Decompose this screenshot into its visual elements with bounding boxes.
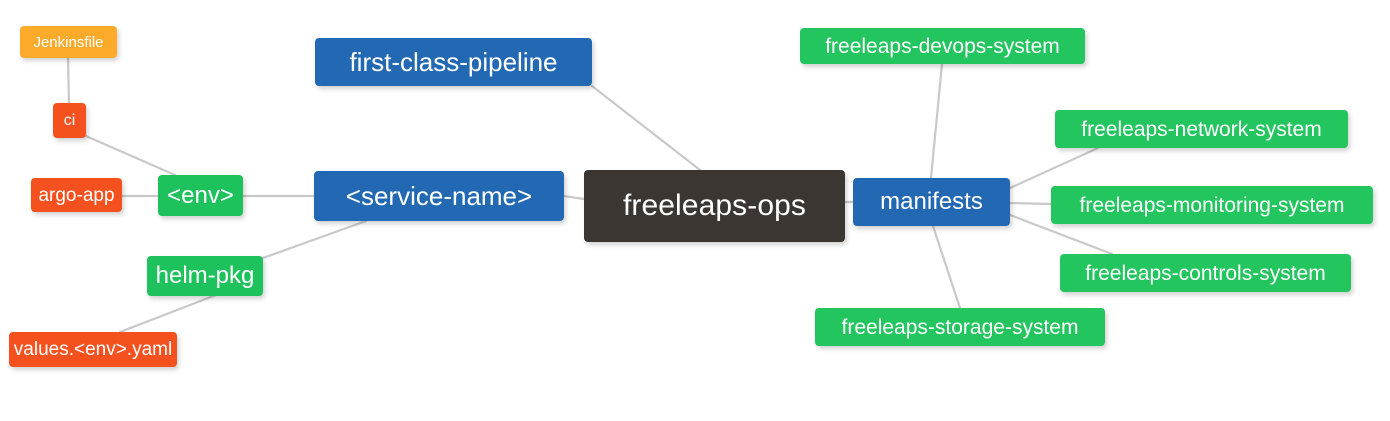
edge-first-class-pipeline-to-freeleaps-ops: [590, 84, 702, 172]
node-label: manifests: [880, 188, 983, 215]
node-devops-system[interactable]: freeleaps-devops-system: [800, 28, 1085, 64]
node-label: freeleaps-monitoring-system: [1079, 193, 1345, 217]
node-values-yaml[interactable]: values.<env>.yaml: [9, 332, 177, 367]
node-label: helm-pkg: [155, 262, 255, 289]
node-label: Jenkinsfile: [33, 33, 104, 51]
node-env[interactable]: <env>: [158, 175, 243, 216]
node-ci[interactable]: ci: [53, 103, 86, 138]
edge-manifests-to-controls-system: [1008, 213, 1114, 256]
node-storage-system[interactable]: freeleaps-storage-system: [815, 308, 1105, 346]
node-manifests[interactable]: manifests: [853, 178, 1010, 226]
node-monitoring-system[interactable]: freeleaps-monitoring-system: [1051, 186, 1373, 224]
edge-jenkinsfile-to-ci: [66, 56, 71, 105]
node-argo-app[interactable]: argo-app: [31, 178, 122, 212]
node-label: <env>: [167, 181, 234, 209]
edge-values-yaml-to-helm-pkg: [118, 293, 218, 334]
node-label: freeleaps-ops: [622, 189, 807, 222]
edge-manifests-to-monitoring-system: [1008, 201, 1053, 206]
node-jenkinsfile[interactable]: Jenkinsfile: [20, 26, 117, 58]
node-freeleaps-ops[interactable]: freeleaps-ops: [584, 170, 845, 242]
node-label: ci: [63, 111, 76, 129]
node-controls-system[interactable]: freeleaps-controls-system: [1060, 254, 1351, 292]
edge-manifests-to-devops-system: [929, 62, 944, 180]
node-network-system[interactable]: freeleaps-network-system: [1055, 110, 1348, 148]
edge-manifests-to-storage-system: [931, 224, 962, 310]
node-service-name[interactable]: <service-name>: [314, 171, 564, 221]
node-helm-pkg[interactable]: helm-pkg: [147, 256, 263, 296]
edge-ci-to-env: [84, 134, 177, 177]
edge-service-name-to-freeleaps-ops: [562, 194, 586, 201]
node-label: first-class-pipeline: [349, 47, 558, 77]
node-label: freeleaps-storage-system: [841, 315, 1079, 339]
edge-helm-pkg-to-service-name: [261, 219, 368, 260]
edge-manifests-to-network-system: [1008, 146, 1100, 190]
node-first-class-pipeline[interactable]: first-class-pipeline: [315, 38, 592, 86]
node-label: freeleaps-network-system: [1081, 117, 1322, 141]
node-label: argo-app: [38, 184, 115, 206]
node-label: freeleaps-devops-system: [825, 34, 1060, 58]
node-label: freeleaps-controls-system: [1085, 261, 1326, 285]
node-label: <service-name>: [345, 181, 533, 211]
node-label: values.<env>.yaml: [13, 339, 173, 360]
